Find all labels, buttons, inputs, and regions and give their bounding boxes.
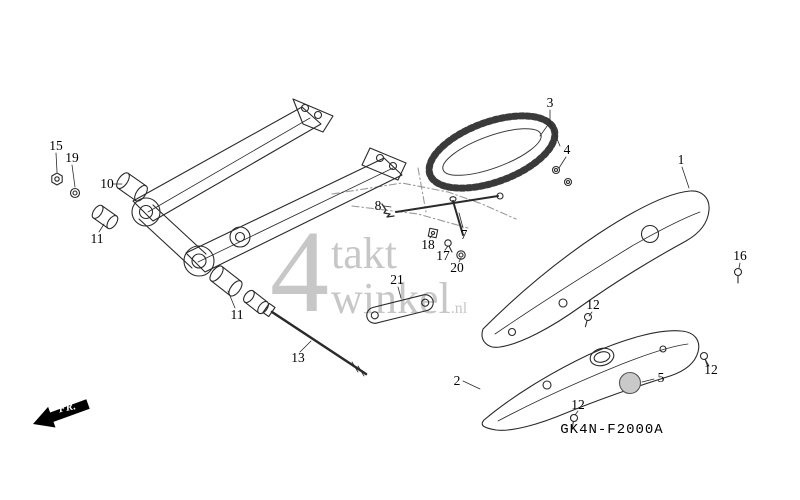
- swingarm: [131, 98, 407, 277]
- washer-19: [69, 187, 81, 199]
- part-label-12-c: 12: [571, 397, 585, 412]
- chain-guide-plate-21: [366, 294, 434, 324]
- part-label-13: 13: [291, 350, 305, 365]
- part-label-2: 2: [454, 373, 461, 388]
- fr-label: FR.: [56, 400, 77, 416]
- bushing-10: [116, 172, 148, 202]
- bushing-11-left: [91, 204, 119, 230]
- screw-16: [733, 267, 743, 284]
- part-label-16: 16: [733, 248, 747, 263]
- part-label-4: 4: [564, 142, 571, 157]
- brake-rod-and-spring-8: [381, 192, 504, 218]
- chain-case-lower-2: [481, 330, 700, 431]
- screw-12-a: [583, 312, 593, 328]
- part-label-15: 15: [49, 138, 63, 153]
- part-label-10: 10: [100, 176, 114, 191]
- part-label-21: 21: [390, 272, 404, 287]
- part-label-11-b: 11: [231, 307, 244, 322]
- watermark-line1: takt: [331, 229, 397, 278]
- watermark: 4 takt winkel.nl: [270, 206, 468, 337]
- screw-12-c: [569, 413, 579, 429]
- chain-case-upper-1: [481, 190, 710, 348]
- part-label-8: 8: [375, 198, 382, 213]
- part-label-19: 19: [65, 150, 79, 165]
- part-label-5: 5: [658, 370, 665, 385]
- part-label-17: 17: [436, 248, 450, 263]
- bushing-11-center-b: [243, 289, 269, 315]
- part-label-12-b: 12: [704, 362, 718, 377]
- pivot-bolt-13: [262, 302, 368, 377]
- watermark-tld: .nl: [450, 299, 468, 317]
- leader-lines: [55, 109, 741, 416]
- bolt-7: [449, 196, 464, 236]
- washer-20: [456, 250, 466, 260]
- nut-15: [51, 172, 63, 186]
- part-label-12-a: 12: [586, 297, 600, 312]
- part-label-11-a: 11: [91, 231, 104, 246]
- fr-direction-arrow: FR.: [33, 399, 90, 428]
- part-label-20: 20: [450, 260, 464, 275]
- drive-chain-3: [425, 112, 559, 192]
- watermark-big-numeral: 4: [270, 206, 329, 337]
- master-link-4: [551, 165, 573, 187]
- part-label-1: 1: [678, 152, 685, 167]
- part-label-3: 3: [547, 95, 554, 110]
- bushing-11-center-a: [209, 265, 243, 297]
- part-label-7: 7: [461, 227, 468, 242]
- part-label-18: 18: [421, 237, 435, 252]
- diagram-code: GK4N-F2000A: [560, 422, 663, 438]
- watermark-line2: winkel: [331, 273, 451, 323]
